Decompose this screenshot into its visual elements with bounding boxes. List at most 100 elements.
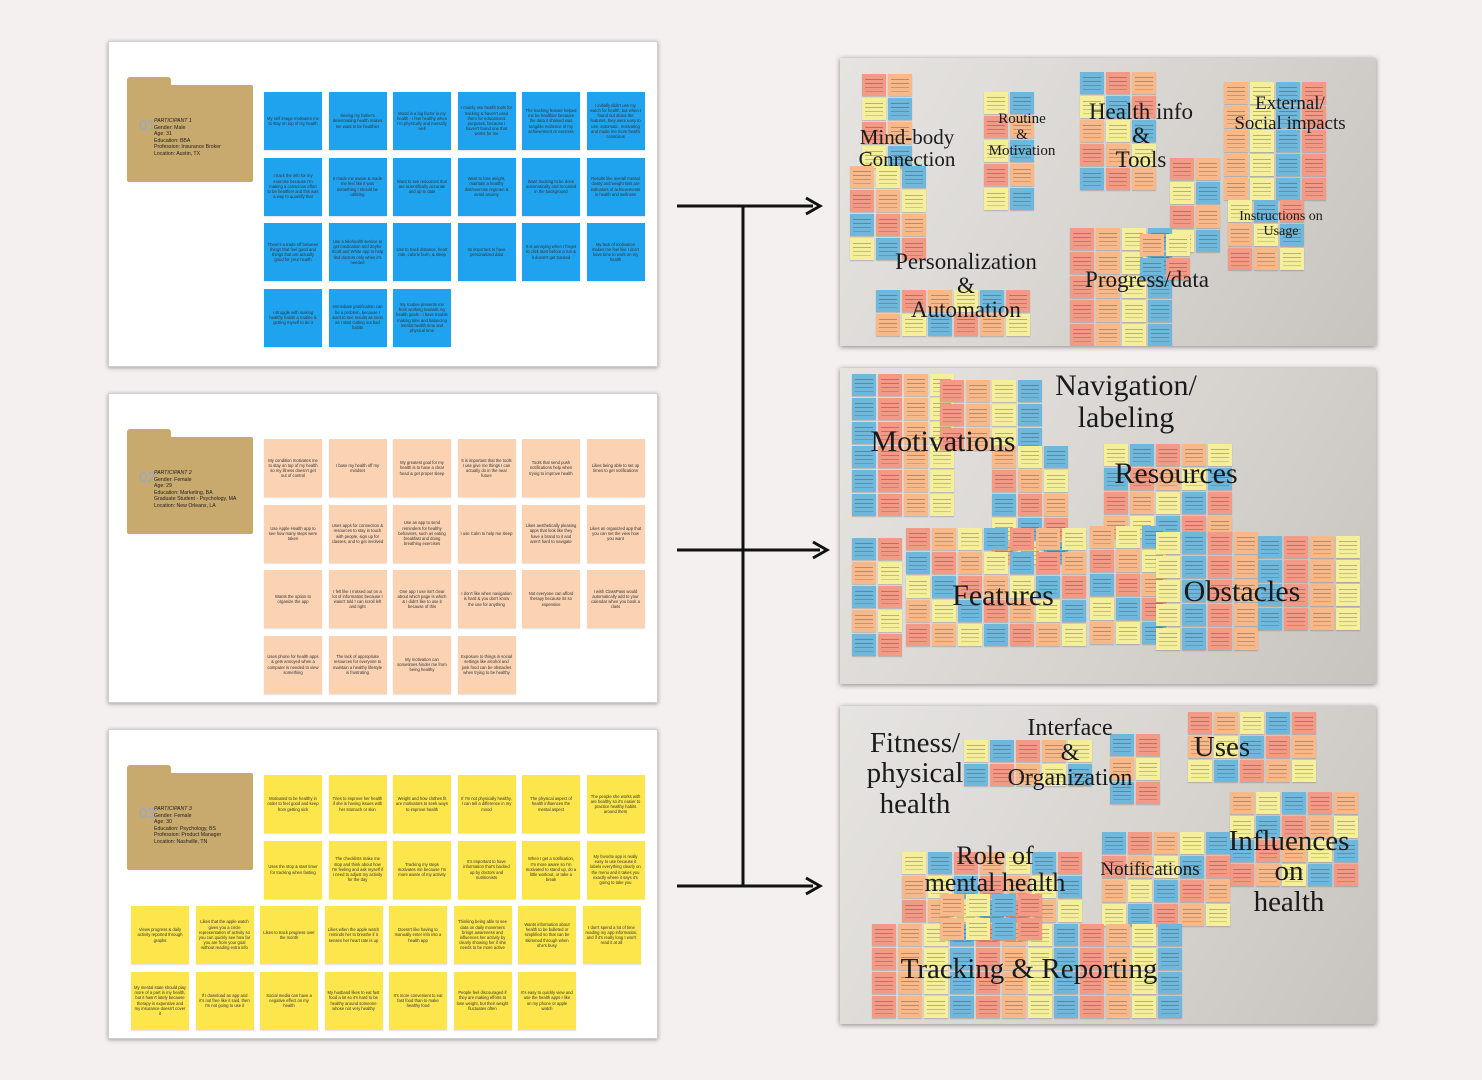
sticky-cluster [862, 74, 912, 168]
sticky-note-photo [950, 996, 974, 1018]
sticky-note: I base my health off my mindset [328, 439, 387, 497]
sticky-note-photo [1122, 300, 1146, 322]
sticky-note-photo [1130, 444, 1154, 466]
sticky-note: My motivation can sometimes hinder me fr… [393, 635, 451, 694]
sticky-note-photo [1032, 852, 1056, 874]
sticky-note-photo [1006, 290, 1030, 312]
sticky-note-photo [1310, 536, 1334, 558]
sticky-note-photo [992, 894, 1016, 916]
sticky-note-photo [1156, 444, 1180, 466]
sticky-note-photo [1136, 782, 1160, 804]
sticky-note: Use Apple Health app to see how many ste… [264, 504, 322, 563]
sticky-note: Likes to track progress over the month [260, 906, 318, 964]
sticky-note-photo [1132, 996, 1156, 1018]
sticky-note: The lack of appropriate resources for ev… [328, 635, 387, 694]
sticky-note-photo [898, 972, 922, 994]
affinity-label: Navigation/ labeling [1055, 369, 1197, 434]
sticky-note: If I download an app and it's not free l… [195, 971, 254, 1030]
sticky-note: Doesn't like having to manually enter in… [389, 906, 447, 964]
sticky-note-photo [902, 900, 926, 922]
sticky-note-photo [1276, 130, 1300, 152]
sticky-note-photo [852, 634, 876, 656]
sticky-note: People feel discouraged if they are maki… [453, 971, 512, 1030]
sticky-note-photo [940, 894, 964, 916]
sticky-note-photo [902, 876, 926, 898]
sticky-note-photo [1104, 468, 1128, 490]
sticky-note-photo [1006, 852, 1030, 874]
sticky-note-photo [1062, 600, 1086, 622]
sticky-note-photo [1256, 816, 1280, 838]
sticky-note: Likes being able to set up times to get … [586, 439, 645, 497]
sticky-note-photo [940, 428, 964, 450]
sticky-note-photo [984, 552, 1008, 574]
sticky-note-photo [1292, 736, 1316, 758]
sticky-note-photo [1224, 178, 1248, 200]
sticky-cluster [964, 740, 1092, 786]
sticky-note-photo [1280, 200, 1304, 222]
sticky-note-photo [1006, 876, 1030, 898]
sticky-note-photo [930, 494, 954, 516]
sticky-note-photo [1302, 154, 1326, 176]
sticky-note-photo [1156, 556, 1180, 578]
sticky-note-photo [928, 290, 952, 312]
sticky-note-photo [992, 428, 1016, 450]
sticky-note-photo [1096, 276, 1120, 298]
sticky-note: Tracking my steps motivates me because I… [393, 840, 451, 899]
affinity-label: Notifications [1100, 859, 1200, 880]
sticky-cluster [1080, 72, 1156, 190]
sticky-note-photo [1206, 880, 1230, 902]
sticky-note-photo [898, 948, 922, 970]
sticky-note-photo [1054, 924, 1078, 946]
sticky-note-photo [1096, 300, 1120, 322]
sticky-note-photo [1182, 492, 1206, 514]
sticky-note-photo [1334, 816, 1358, 838]
sticky-note-photo [904, 446, 928, 468]
sticky-note-photo [1258, 584, 1282, 606]
sticky-note-photo [958, 528, 982, 550]
sticky-note-photo [1208, 444, 1232, 466]
sticky-note-photo [1256, 792, 1280, 814]
affinity-label: Fitness/ physical health [866, 727, 964, 820]
sticky-note-photo [1310, 584, 1334, 606]
sticky-note-photo [1044, 494, 1068, 516]
sticky-note-photo [1128, 880, 1152, 902]
sticky-note-photo [1148, 276, 1172, 298]
sticky-note: My husband likes to eat fast food a lot … [324, 971, 383, 1030]
sticky-note-photo [1250, 82, 1274, 104]
sticky-note-photo [1002, 996, 1026, 1018]
sticky-note: My self image motivates me to stay on to… [264, 92, 322, 150]
sticky-note-photo [932, 552, 956, 574]
sticky-note-photo [1068, 764, 1092, 786]
sticky-note-photo [1090, 526, 1114, 548]
sticky-note: I felt like I missed out on a lot of inf… [328, 570, 387, 628]
sticky-cluster [1188, 712, 1316, 782]
sticky-note-photo [1044, 470, 1068, 492]
sticky-note-photo [1148, 324, 1172, 346]
sticky-cluster [1156, 532, 1258, 650]
sticky-note-photo [1102, 904, 1126, 926]
sticky-note-photo [852, 446, 876, 468]
sticky-note-photo [1018, 404, 1042, 426]
sticky-note: Views progress & daily activity reported… [131, 906, 189, 964]
sticky-note-photo [852, 562, 876, 584]
sticky-note-photo [878, 610, 902, 632]
sticky-note-photo [1080, 72, 1104, 94]
sticky-note: The tracking feature helped me be health… [522, 92, 580, 150]
sticky-note-photo [1180, 832, 1204, 854]
sticky-note-photo [1106, 168, 1130, 190]
sticky-note-photo [1214, 760, 1238, 782]
sticky-note-photo [1182, 532, 1206, 554]
participant-title: PARTICIPANT 3 [154, 806, 192, 812]
affinity-label: Influences on health [1228, 825, 1350, 918]
sticky-note-photo [966, 428, 990, 450]
sticky-note-photo [1070, 300, 1094, 322]
sticky-note-photo [984, 188, 1008, 210]
sticky-note: I don't like when navigation is hard & y… [457, 570, 516, 628]
sticky-note: Uses phone for health apps & gets annoye… [264, 635, 322, 694]
sticky-note-photo [888, 74, 912, 96]
affinity-label: Health info & Tools [1088, 99, 1194, 173]
participant-details: Gender: Male Age: 31 Education: BBA Prof… [154, 124, 221, 157]
sticky-note-photo [1258, 536, 1282, 558]
sticky-note-photo [1250, 178, 1274, 200]
